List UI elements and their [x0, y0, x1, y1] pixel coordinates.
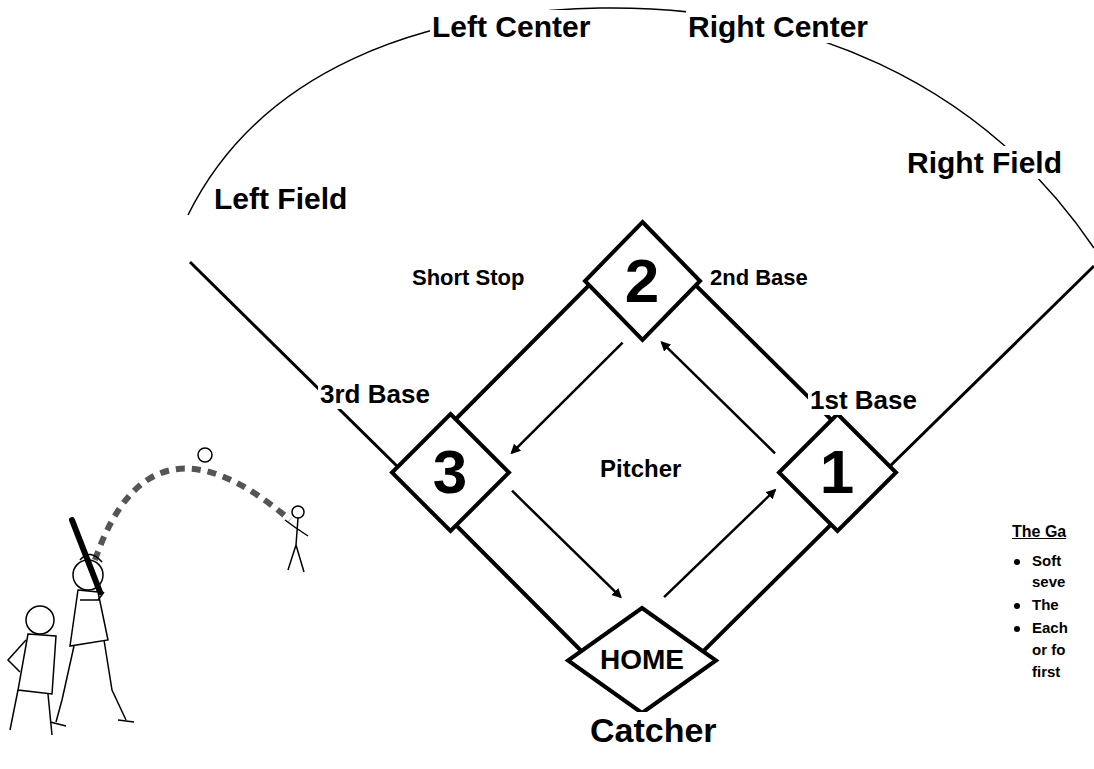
base-path-arrow	[664, 490, 775, 597]
home-plate: HOME	[568, 608, 716, 713]
base-label: 3	[433, 441, 467, 503]
field-position: Left Center	[430, 10, 592, 43]
foul-line	[884, 266, 1094, 472]
field-position: Right Field	[905, 146, 1064, 179]
field-position: 2nd Base	[708, 266, 810, 290]
base-path-arrow	[512, 343, 623, 453]
note-text: Each	[1030, 620, 1070, 637]
field-position: 3rd Base	[318, 380, 432, 409]
first-base: 1	[779, 414, 896, 531]
note-text: Soft	[1030, 553, 1063, 570]
note-text: or fo	[1030, 642, 1067, 659]
base-label: 2	[625, 250, 659, 312]
base-label: HOME	[600, 646, 684, 674]
field-position: Catcher	[588, 712, 719, 749]
note-text: seve	[1030, 574, 1067, 591]
base-path-arrow	[512, 491, 620, 597]
base-label: 1	[820, 441, 854, 503]
field-position: Left Field	[212, 182, 349, 215]
section-heading: The Ga	[1010, 523, 1068, 541]
base-path-arrow	[662, 342, 775, 453]
softball-cartoon	[8, 448, 308, 735]
second-base: 2	[585, 222, 700, 340]
foul-line	[190, 262, 403, 472]
note-text: first	[1030, 664, 1062, 681]
field-position: Pitcher	[598, 456, 683, 482]
field-position: 1st Base	[808, 386, 919, 415]
field-position: Short Stop	[410, 266, 526, 290]
bullet-dots	[1014, 559, 1020, 632]
third-base: 3	[392, 414, 509, 531]
outfield-fence	[188, 8, 1094, 248]
note-text: The	[1030, 597, 1061, 614]
field-position: Right Center	[686, 10, 870, 43]
